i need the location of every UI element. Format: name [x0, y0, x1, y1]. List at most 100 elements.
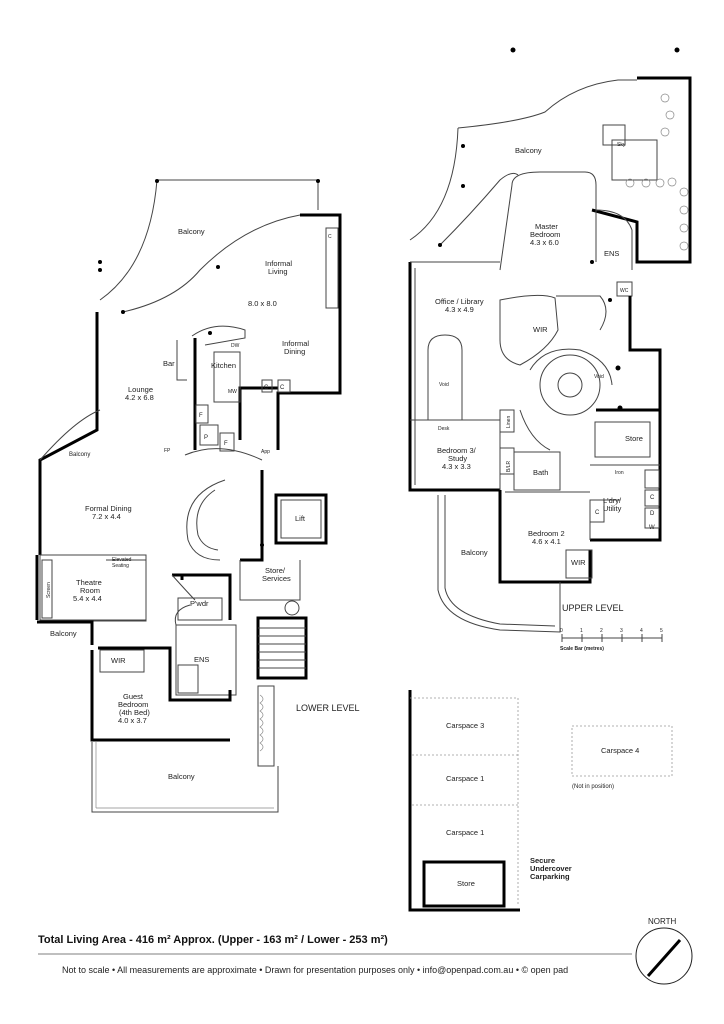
label-c1: C — [328, 234, 332, 240]
label-linen: Linen — [506, 416, 512, 428]
label-bed3-size: 4.3 x 3.3 — [442, 462, 471, 471]
label-dw: DW — [231, 343, 240, 349]
label-carspace-1b: Carspace 1 — [446, 828, 484, 837]
lower-level-plan — [35, 179, 342, 813]
label-wir-lower: WIR — [111, 656, 126, 665]
label-laundry-2: Utility — [603, 504, 622, 513]
scale-bar: 0 1 2 3 4 5 Scale Bar (metres) — [560, 628, 663, 652]
label-carspace-1a: Carspace 1 — [446, 774, 484, 783]
label-parking-store: Store — [457, 879, 475, 888]
label-wir-top: WIR — [533, 325, 548, 334]
label-theatre: Theatre — [76, 578, 102, 587]
lower-level-labels: Balcony Informal Living 8.0 x 8.0 Inform… — [46, 227, 360, 781]
label-lower-balcony-left: Balcony — [69, 452, 90, 458]
label-master: Master — [535, 222, 558, 231]
label-void-left: Void — [439, 382, 449, 388]
label-bed3-2: Study — [448, 454, 467, 463]
label-lounge-size: 4.2 x 6.8 — [125, 393, 154, 402]
label-informal-dining-2: Dining — [284, 347, 305, 356]
label-office: Office / Library — [435, 297, 484, 306]
label-c-a: C — [650, 495, 655, 501]
label-f2: F — [224, 441, 228, 447]
label-p: P — [204, 435, 208, 441]
label-theatre-size: 5.4 x 4.4 — [73, 594, 102, 603]
label-store-upper: Store — [625, 434, 643, 443]
scale-tick-2: 2 — [600, 628, 603, 634]
label-master-2: Bedroom — [530, 230, 560, 239]
label-w: W — [649, 525, 655, 531]
label-wc: WC — [620, 288, 629, 294]
label-elevated-seating-2: Seating — [112, 563, 129, 569]
label-informal-living-size: 8.0 x 8.0 — [248, 299, 277, 308]
label-lower-balcony-bottom: Balcony — [168, 772, 195, 781]
label-laundry: L'dry/ — [603, 496, 622, 505]
label-secure-1: Secure — [530, 856, 555, 865]
label-bar: Bar — [163, 359, 175, 368]
north-label: NORTH — [648, 917, 677, 926]
label-fp: FP — [164, 448, 171, 454]
label-formal-dining: Formal Dining — [85, 504, 132, 513]
label-wir-bottom: WIR — [571, 558, 586, 567]
upper-level-plan — [408, 47, 692, 633]
label-upper-balcony-bottom: Balcony — [461, 548, 488, 557]
label-lounge: Lounge — [128, 385, 153, 394]
label-c3: C — [280, 385, 285, 391]
label-screen: Screen — [46, 582, 52, 598]
label-lower-balcony-theatre: Balcony — [50, 629, 77, 638]
footer-disclaimer: Not to scale • All measurements are appr… — [62, 965, 569, 975]
label-void-stair: Void — [594, 374, 604, 380]
label-c2: C — [264, 385, 269, 391]
label-store-services: Store/ — [265, 566, 286, 575]
label-carspace-4: Carspace 4 — [601, 746, 639, 755]
label-office-size: 4.3 x 4.9 — [445, 305, 474, 314]
label-f1: F — [199, 413, 203, 419]
scale-bar-label: Scale Bar (metres) — [560, 646, 604, 652]
scale-tick-0: 0 — [560, 628, 563, 634]
label-app: App — [261, 449, 270, 455]
parking-labels: Carspace 3 Carspace 1 Carspace 1 Store C… — [446, 721, 639, 888]
label-elevated-seating: Elevated — [112, 557, 132, 563]
label-kitchen: Kitchen — [211, 361, 236, 370]
label-guest-2: Bedroom — [118, 700, 148, 709]
label-store-services-2: Services — [262, 574, 291, 583]
label-lower-balcony-top: Balcony — [178, 227, 205, 236]
label-informal-dining: Informal — [282, 339, 309, 348]
label-master-size: 4.3 x 6.0 — [530, 238, 559, 247]
label-guest: Guest — [123, 692, 144, 701]
label-theatre-2: Room — [80, 586, 100, 595]
scale-tick-3: 3 — [620, 628, 623, 634]
label-bed2-size: 4.6 x 4.1 — [532, 537, 561, 546]
label-mw: MW — [228, 389, 237, 395]
total-living-area: Total Living Area - 416 m² Approx. (Uppe… — [38, 934, 388, 946]
label-ens: ENS — [194, 655, 209, 664]
label-upper-balcony-top: Balcony — [515, 146, 542, 155]
label-secure-2: Undercover — [530, 864, 572, 873]
parking-plan — [408, 690, 673, 912]
label-sky: Sky — [617, 142, 626, 148]
label-lift: Lift — [295, 514, 306, 523]
label-informal-living: Informal — [265, 259, 292, 268]
label-bath: Bath — [533, 468, 548, 477]
label-d: D — [650, 511, 655, 517]
label-pwdr: P'wdr — [190, 599, 209, 608]
label-guest-3: (4th Bed) — [119, 708, 150, 717]
label-iron: Iron — [615, 470, 624, 476]
upper-level-labels: Balcony Sky Master Bedroom 4.3 x 6.0 ENS… — [435, 142, 655, 613]
label-not-in-position: (Not in position) — [572, 784, 614, 790]
scale-tick-1: 1 — [580, 628, 583, 634]
scale-tick-5: 5 — [660, 628, 663, 634]
label-secure-3: Carparking — [530, 872, 570, 881]
lower-level-title: LOWER LEVEL — [296, 703, 360, 713]
label-guest-size: 4.0 x 3.7 — [118, 716, 147, 725]
label-upper-ens: ENS — [604, 249, 619, 258]
label-formal-dining-size: 7.2 x 4.4 — [92, 512, 121, 521]
upper-level-title: UPPER LEVEL — [562, 603, 624, 613]
label-bed2: Bedroom 2 — [528, 529, 565, 538]
label-desk: Desk — [438, 426, 450, 432]
label-c-b: C — [595, 510, 600, 516]
label-blr: B/LR — [506, 460, 512, 472]
label-bed3: Bedroom 3/ — [437, 446, 477, 455]
scale-tick-4: 4 — [640, 628, 643, 634]
label-carspace-3: Carspace 3 — [446, 721, 484, 730]
